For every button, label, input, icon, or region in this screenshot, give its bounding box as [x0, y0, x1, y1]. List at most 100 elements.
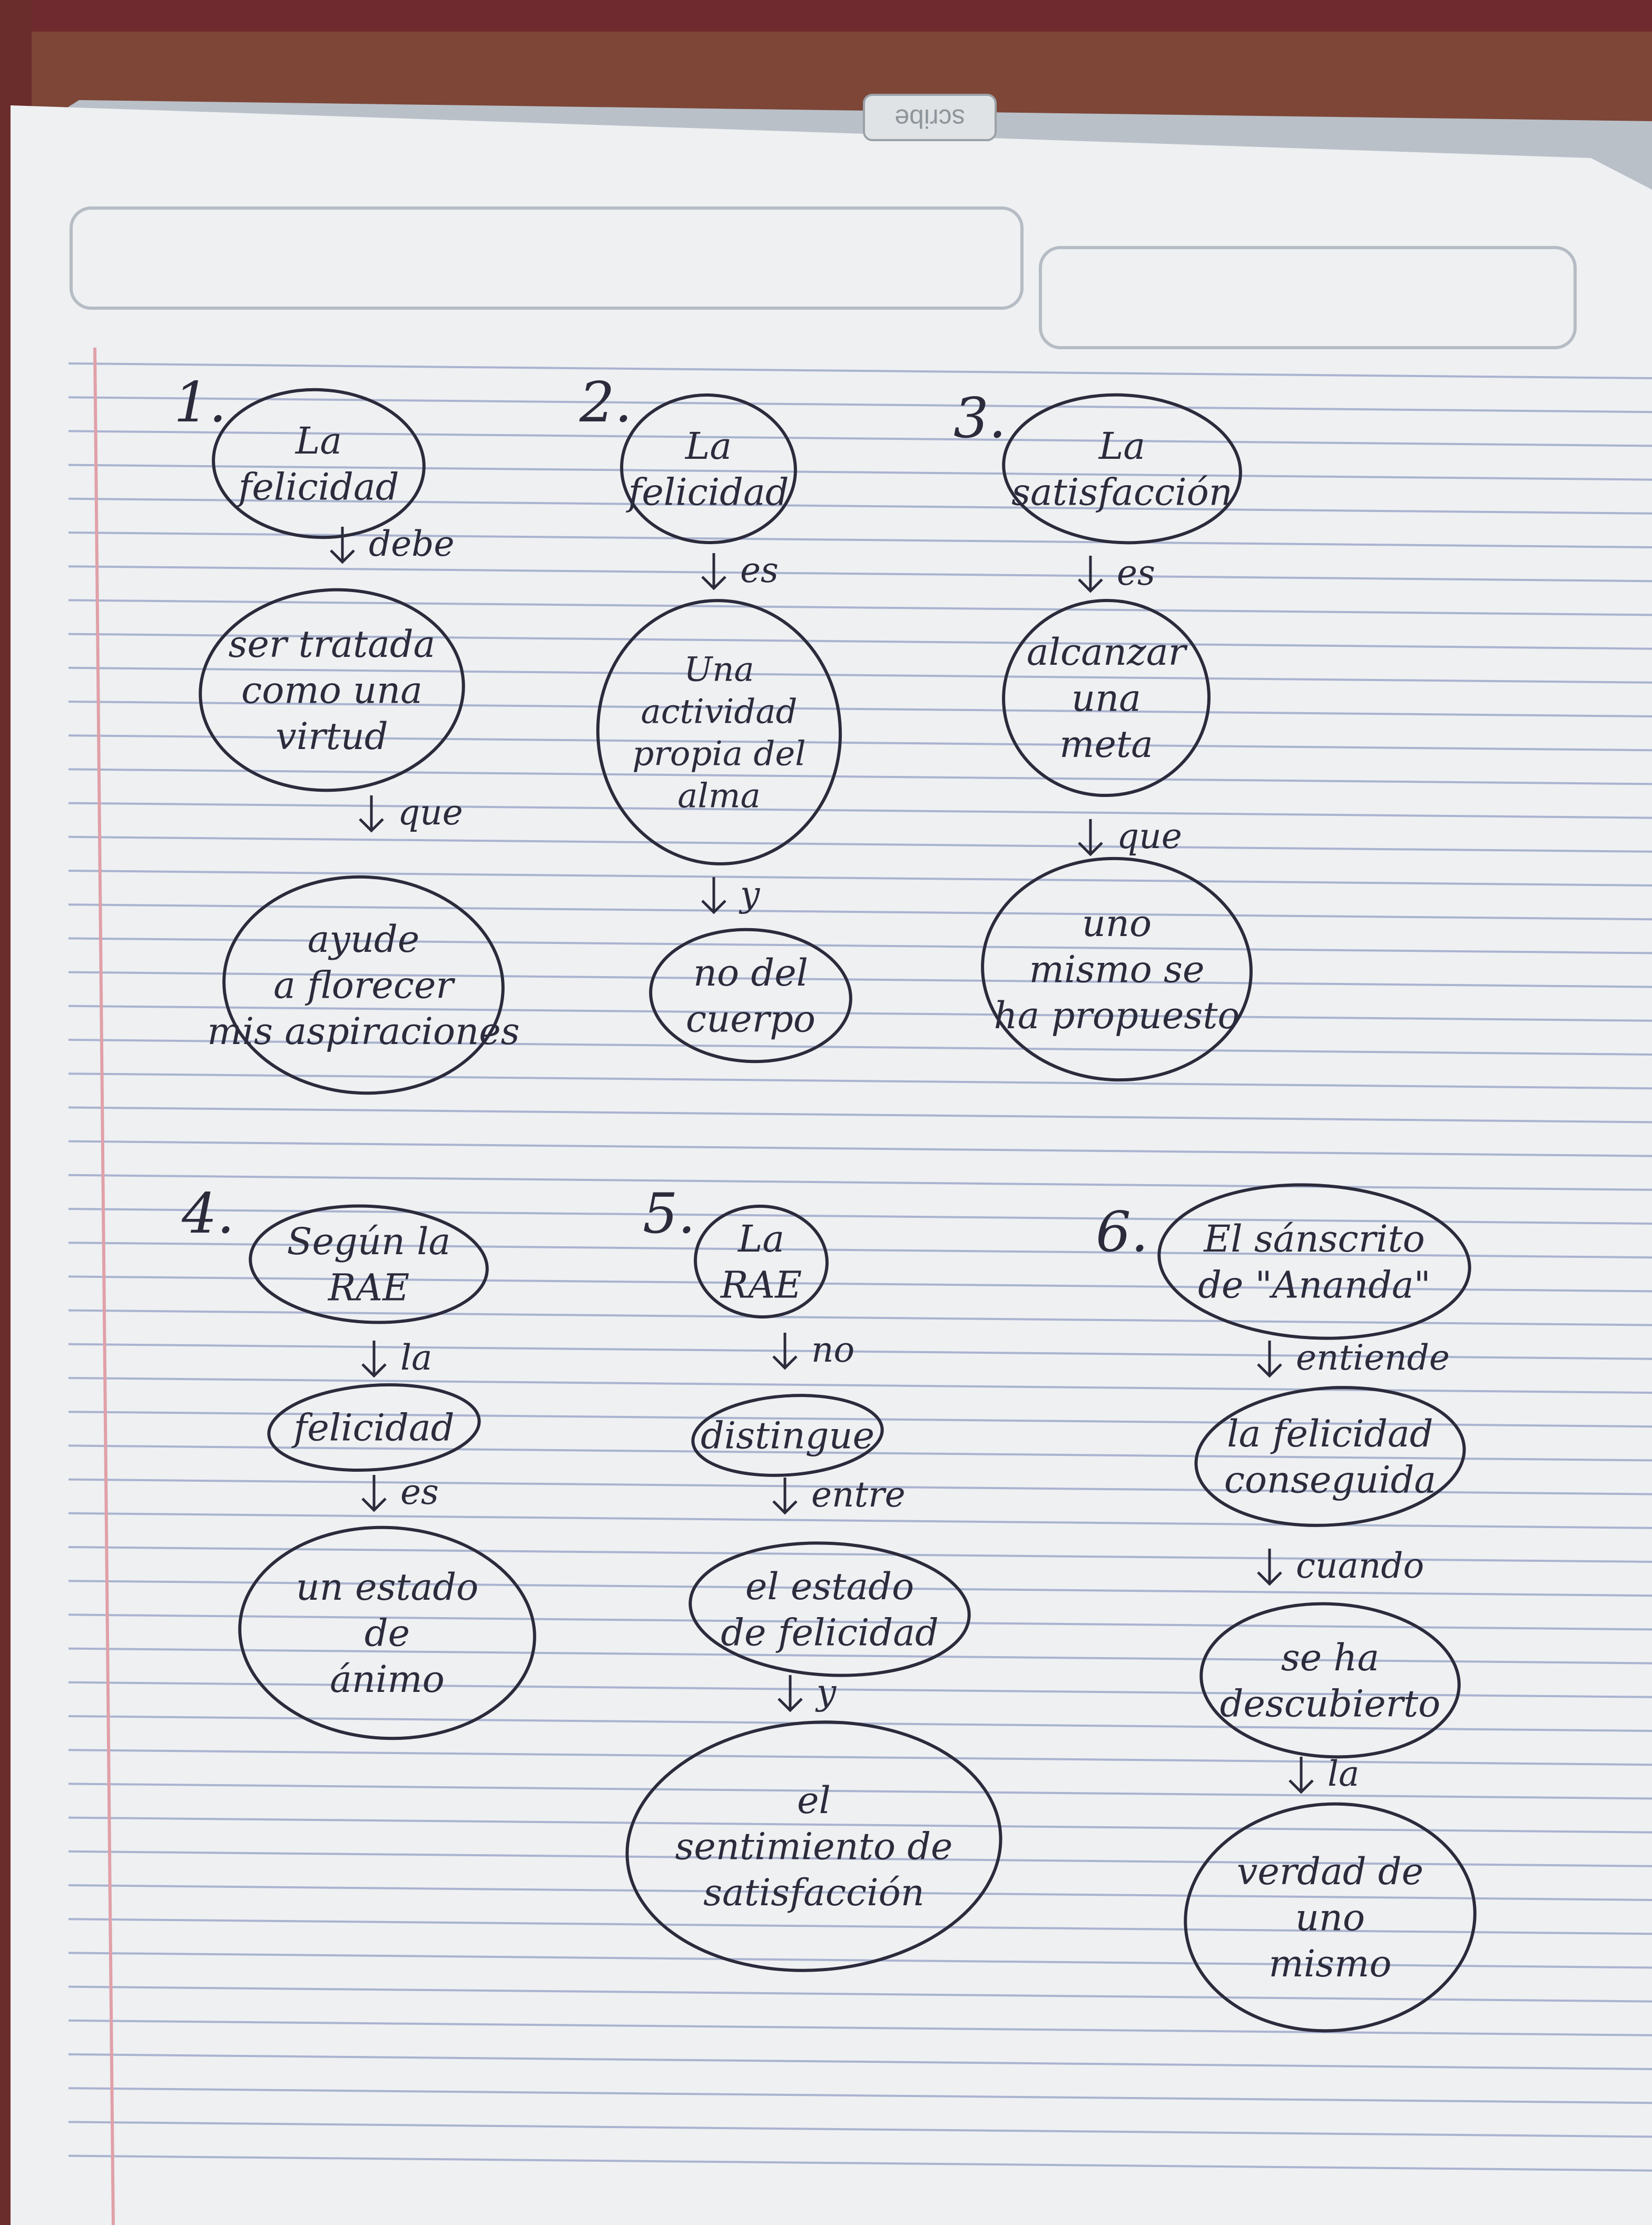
rule-line — [68, 1343, 1652, 1360]
rule-line — [68, 1275, 1652, 1293]
arrow-down-icon — [772, 1333, 798, 1370]
node-outline — [1194, 1386, 1466, 1527]
node-outline — [1157, 1183, 1471, 1340]
node-outline — [222, 875, 505, 1095]
concept-node: distingue — [691, 1394, 884, 1477]
rule-line — [68, 2053, 1652, 2070]
connector-word: no — [811, 1330, 854, 1370]
node-outline — [238, 1525, 536, 1740]
rule-line — [68, 937, 1652, 954]
connector-word: es — [1117, 553, 1155, 593]
connector-word: entiende — [1296, 1337, 1450, 1378]
map-number: 1. — [174, 370, 227, 435]
connector-word: es — [400, 1472, 439, 1512]
header-boxes — [70, 206, 1577, 349]
rule-line — [68, 1444, 1652, 1462]
rule-line — [68, 1850, 1652, 1867]
rule-line — [68, 1613, 1652, 1631]
rule-line — [68, 1174, 1652, 1191]
map-number: 5. — [643, 1182, 695, 1246]
connector: que — [1078, 816, 1182, 856]
arrow-down-icon — [361, 1475, 387, 1512]
map-number: 3. — [953, 386, 1006, 450]
connector: debe — [330, 524, 455, 564]
connector: es — [1078, 553, 1155, 593]
rule-line — [68, 599, 1652, 616]
arrow-down-icon — [701, 877, 726, 914]
connector-word: que — [398, 792, 463, 833]
rule-line — [68, 2121, 1652, 2138]
margin-line — [93, 347, 115, 2225]
map-number: 6. — [1096, 1200, 1148, 1264]
rule-line — [68, 870, 1652, 887]
rule-line — [68, 1242, 1652, 1259]
rule-line — [68, 1039, 1652, 1056]
connector-word: debe — [369, 524, 455, 564]
rule-line — [68, 734, 1652, 752]
rule-line — [68, 1478, 1652, 1495]
arrow-down-icon — [1289, 1757, 1314, 1794]
rule-line — [68, 1411, 1652, 1428]
rule-line — [68, 1783, 1652, 1800]
connector: es — [701, 550, 779, 590]
rule-line — [68, 1005, 1652, 1022]
arrow-down-icon — [778, 1675, 803, 1712]
connector-word: la — [1328, 1754, 1359, 1794]
rule-line — [68, 1072, 1652, 1090]
rule-line — [68, 396, 1652, 414]
node-outline — [199, 588, 465, 792]
notebook-page — [11, 100, 1652, 2225]
map-number: 4. — [181, 1182, 234, 1246]
rule-line — [68, 1546, 1652, 1563]
node-outline — [1002, 598, 1211, 798]
node-outline — [981, 856, 1253, 1082]
connector: no — [772, 1330, 854, 1370]
rule-line — [68, 531, 1652, 548]
rule-line — [68, 464, 1652, 481]
rule-line — [68, 1647, 1652, 1665]
rule-line — [68, 2019, 1652, 2036]
rule-line — [68, 971, 1652, 988]
arrow-down-icon — [1257, 1549, 1282, 1586]
rule-line — [68, 1884, 1652, 1901]
connector: que — [359, 792, 463, 833]
node-label: felicidad — [291, 1406, 454, 1450]
node-outline — [649, 928, 852, 1064]
rule-line — [68, 802, 1652, 819]
connector: y — [778, 1672, 837, 1712]
connector: la — [1289, 1754, 1359, 1794]
connector-word: la — [400, 1337, 432, 1378]
rule-line — [68, 1918, 1652, 1935]
connector: es — [361, 1472, 439, 1512]
map-number: 2. — [579, 370, 632, 435]
rule-line — [68, 1749, 1652, 1766]
rule-line — [68, 1580, 1652, 1597]
rule-line — [68, 1208, 1652, 1225]
arrow-down-icon — [772, 1478, 798, 1515]
node-outline — [1002, 393, 1242, 545]
rule-line — [68, 633, 1652, 650]
node-outline — [1199, 1602, 1461, 1759]
rule-line — [68, 362, 1652, 379]
node-outline — [625, 1720, 1002, 1972]
node-outline — [249, 1204, 489, 1324]
